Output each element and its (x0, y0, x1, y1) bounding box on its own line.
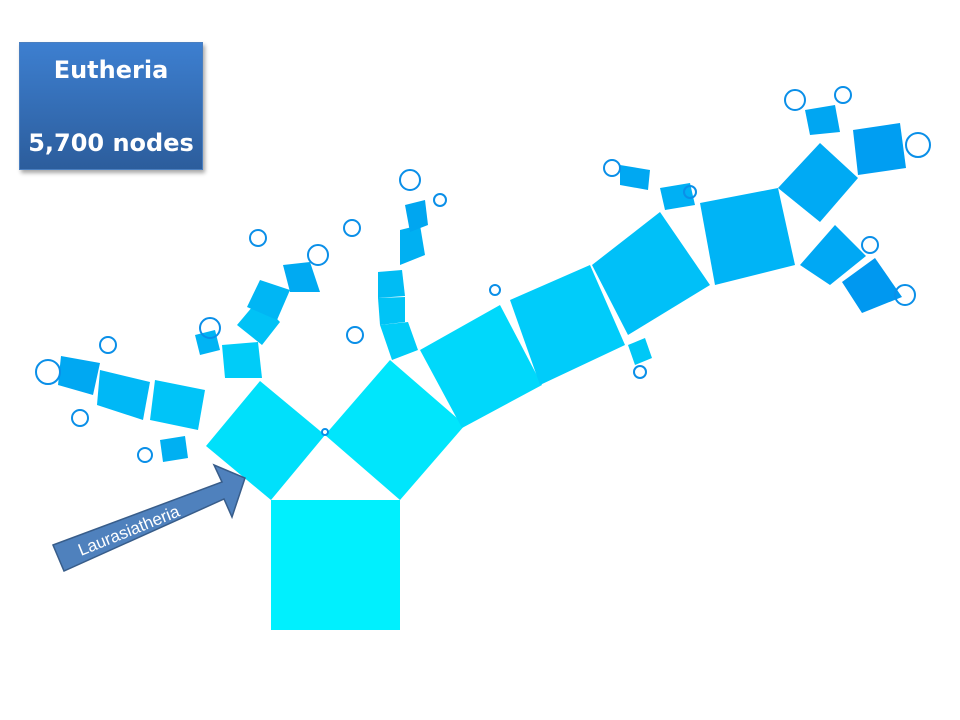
laurasiatheria-square (206, 381, 325, 500)
branch-square (405, 200, 428, 232)
tree-squares (58, 105, 906, 630)
node-count: 5,700 nodes (28, 129, 194, 157)
branch-square (853, 123, 906, 175)
branch-square (378, 297, 405, 325)
branch-square (378, 270, 405, 298)
title-box: Eutheria 5,700 nodes (19, 42, 203, 170)
branch-square (195, 330, 220, 355)
branch-square (510, 265, 625, 385)
branch-square (778, 143, 858, 222)
branch-square (400, 225, 425, 265)
branch-square (247, 280, 290, 320)
branch-square (420, 305, 542, 428)
branch-square (805, 105, 840, 135)
branch-square (620, 165, 650, 190)
branch-square (150, 380, 205, 430)
branch-square (800, 225, 866, 285)
branch-square (222, 342, 262, 378)
branch-square (380, 322, 418, 360)
title: Eutheria (53, 56, 169, 84)
laurasiatheria-arrow: Laurasiatheria (52, 463, 246, 572)
branch-square (58, 356, 100, 395)
branch-square (97, 370, 150, 420)
trunk-square (271, 500, 400, 630)
branch-square (628, 338, 652, 365)
branch-square (283, 262, 320, 292)
branch-square (660, 183, 695, 210)
branch-square (325, 360, 465, 500)
tree-leaf-clusters (35, 86, 931, 463)
branch-square (592, 212, 710, 335)
branch-square (700, 188, 795, 285)
branch-square (842, 258, 902, 313)
branch-square (160, 436, 188, 462)
